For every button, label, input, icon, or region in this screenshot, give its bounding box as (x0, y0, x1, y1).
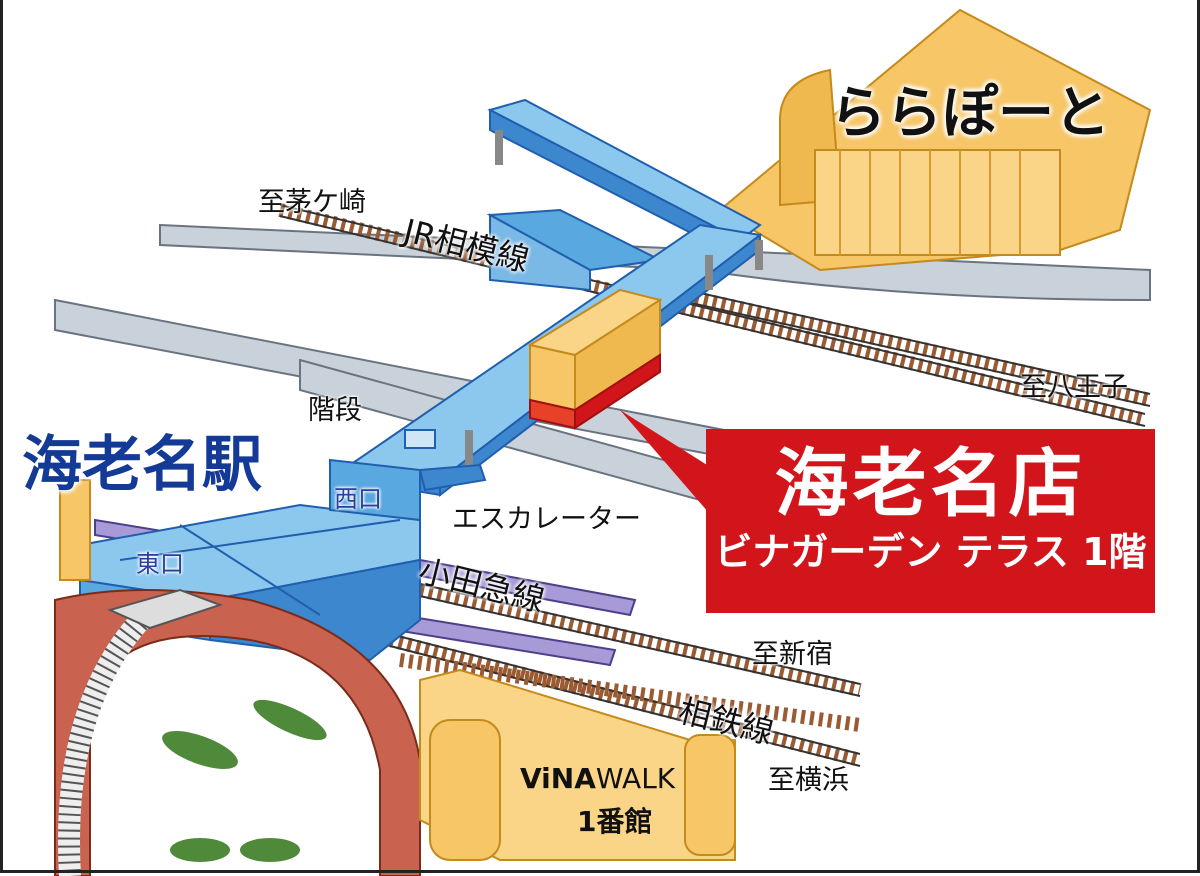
odakyu-sotetsu-tracks (388, 583, 862, 767)
callout-pointer (620, 410, 715, 520)
jr-track (278, 203, 1152, 427)
plaza-islands (162, 699, 327, 862)
ground-road (54, 589, 421, 876)
vinawalk-label: ViNAWALK (520, 762, 675, 795)
store-location: ビナガーデン テラス 1階 (714, 530, 1147, 574)
escalator-label: エスカレーター (452, 504, 641, 535)
direction-shinjuku: 至新宿 (752, 639, 833, 670)
store-callout: 海老名店 ビナガーデン テラス 1階 (706, 429, 1155, 613)
lalaport-building (718, 8, 1152, 272)
lalaport-label: ららぽーと (830, 81, 1110, 146)
vinawalk-building-label: 1番館 (577, 805, 653, 838)
store-name: 海老名店 (774, 441, 1087, 527)
store-building (527, 288, 663, 430)
east-exit-label: 東口 (136, 550, 184, 578)
vinawalk-brand: WALK (595, 762, 676, 795)
direction-hachioji: 至八王子 (1020, 372, 1128, 403)
station-name: 海老名駅 (22, 430, 262, 500)
direction-chigasaki: 至茅ケ崎 (258, 187, 366, 218)
west-exit-label: 西口 (334, 485, 382, 513)
stairs-label: 階段 (308, 395, 362, 426)
vinawalk-building (419, 668, 736, 861)
crossing-grid (107, 588, 224, 630)
direction-yokohama: 至横浜 (768, 765, 849, 796)
vinawalk-brand-bold: ViNA (520, 762, 596, 795)
